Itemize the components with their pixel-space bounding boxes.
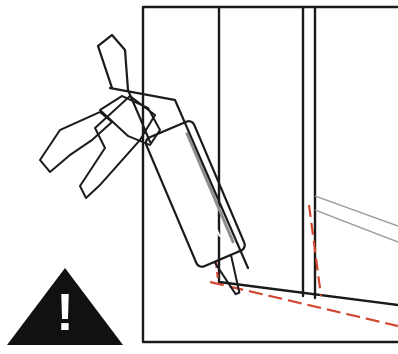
enclosure-floor-edge [217,262,398,307]
sealant-floor-line [209,280,398,328]
silicone-tube-nozzle [213,253,241,296]
gun-rod-hook [96,44,114,90]
warning-triangle-shape [7,268,123,345]
warning-glyph: ! [56,284,73,342]
gun-plunger-rod [96,33,152,144]
shower-glass-top [314,195,398,227]
tube-highlight [185,131,235,244]
gun-body-block [99,95,161,146]
enclosure-outer-frame [141,5,398,344]
sealant-screen-line [307,204,323,297]
gun-frame-rail [108,86,250,270]
warning-triangle-icon: ! [7,268,123,345]
shower-glass-bottom [314,209,398,243]
caulking-gun-icon: SILICONE [39,33,250,296]
gun-handle [79,95,156,199]
gun-trigger [39,111,113,173]
